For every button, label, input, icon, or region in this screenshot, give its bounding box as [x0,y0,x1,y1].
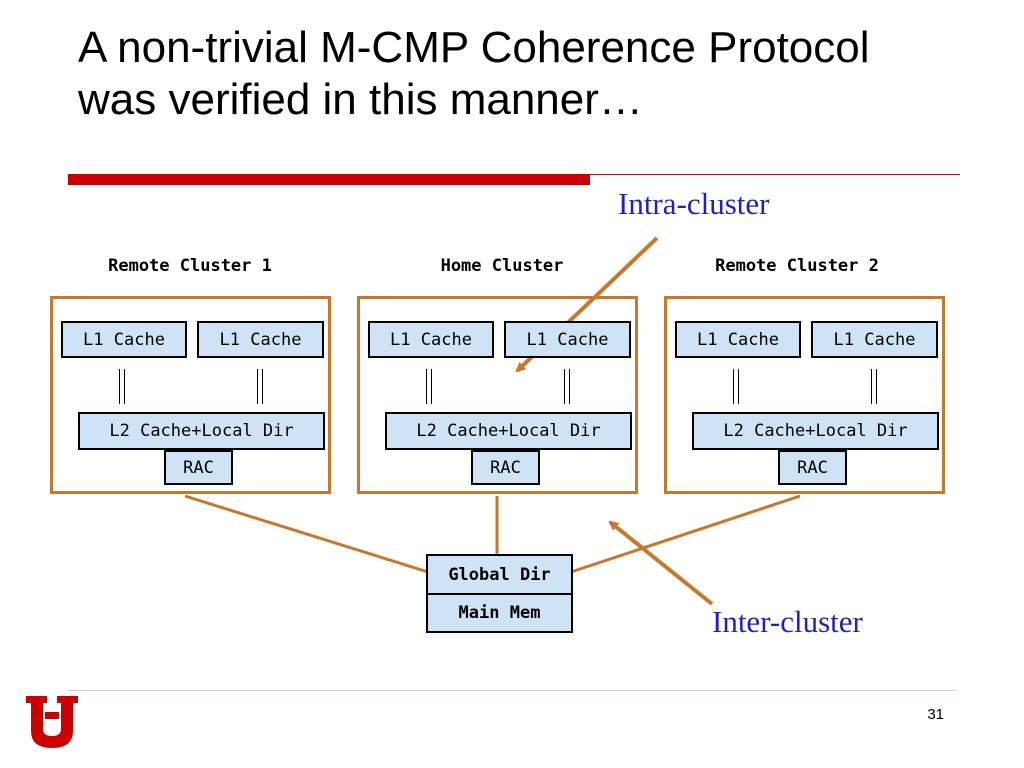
slide-title-line-2: was verified in this manner… [78,75,643,124]
cluster-label-remote-2: Remote Cluster 2 [715,256,879,276]
l1-cache-box: L1 Cache [368,321,494,358]
l2-cache-local-dir-box: L2 Cache+Local Dir [385,412,632,450]
l1-cache-box: L1 Cache [61,321,187,358]
global-dir-box: Global Dir [426,554,573,595]
link-remote-2-to-global [570,494,801,574]
title-underline-thin [590,174,960,175]
bus-connector [257,369,263,404]
l1-cache-box: L1 Cache [197,321,324,358]
cluster-remote-2: L1 Cache L1 Cache L2 Cache+Local Dir RAC [664,296,945,494]
cluster-label-home: Home Cluster [440,256,564,276]
intra-cluster-label: Intra-cluster [618,186,770,221]
l1-cache-box: L1 Cache [675,321,801,358]
link-remote-1-to-global [184,494,429,574]
inter-cluster-label: Inter-cluster [712,604,863,639]
bus-connector [426,369,432,404]
cluster-label-remote-1: Remote Cluster 1 [108,256,272,276]
l2-cache-local-dir-box: L2 Cache+Local Dir [692,412,939,450]
slide-title: A non-trivial M-CMP Coherence Protocol w… [78,22,998,126]
rac-box: RAC [778,450,847,485]
cluster-remote-1: L1 Cache L1 Cache L2 Cache+Local Dir RAC [50,296,331,494]
university-of-utah-block-u-icon [26,696,78,748]
l2-cache-local-dir-box: L2 Cache+Local Dir [78,412,325,450]
bus-connector [564,369,570,404]
bus-connector [871,369,877,404]
inter-cluster-arrow [608,520,714,606]
bus-connector [119,369,125,404]
rac-box: RAC [164,450,233,485]
page-number: 31 [927,706,944,723]
cluster-home: L1 Cache L1 Cache L2 Cache+Local Dir RAC [357,296,638,494]
slide-title-line-1: A non-trivial M-CMP Coherence Protocol [78,23,870,72]
rac-box: RAC [471,450,540,485]
title-underline-bar [68,174,590,185]
footer-divider [68,690,956,691]
l1-cache-box: L1 Cache [504,321,631,358]
main-mem-box: Main Mem [426,593,573,633]
l1-cache-box: L1 Cache [811,321,938,358]
bus-connector [733,369,739,404]
